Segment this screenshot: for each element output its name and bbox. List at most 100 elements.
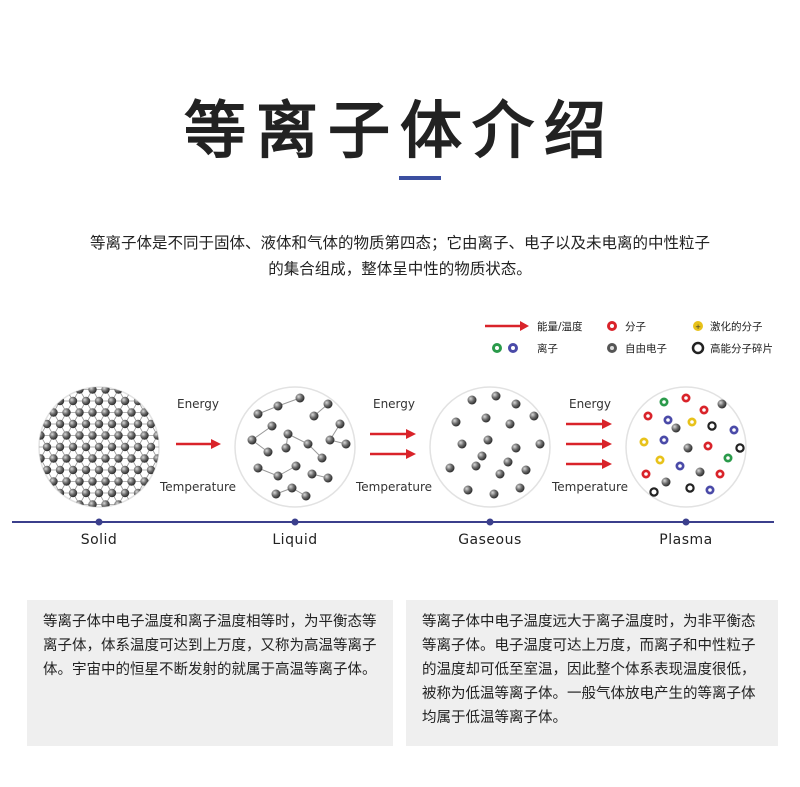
solid-particle — [107, 396, 117, 406]
solid-particle — [49, 408, 58, 417]
arrow-label-temperature-1: Temperature — [159, 480, 236, 494]
solid-particle — [140, 500, 149, 507]
solid-particle — [179, 454, 187, 462]
solid-particle — [49, 431, 58, 440]
legend-label-molecule: 分子 — [625, 321, 646, 333]
plasma-fragment — [707, 421, 717, 431]
solid-particle — [42, 488, 52, 498]
liquid-particles — [247, 393, 351, 501]
solid-particle — [114, 431, 123, 440]
solid-particle — [107, 488, 117, 498]
solid-particle — [140, 431, 149, 440]
liquid-particle — [287, 483, 297, 493]
solid-particle — [114, 477, 123, 486]
gas-particle — [505, 419, 515, 429]
solid-particle — [94, 419, 104, 429]
gas-particle — [481, 413, 491, 423]
legend-label-excited: 激化的分子 — [710, 321, 763, 333]
solid-particle — [81, 419, 91, 429]
solid-particle — [42, 396, 52, 406]
solid-particle — [81, 488, 91, 498]
solid-particle — [17, 466, 25, 474]
plasma-electron — [695, 467, 705, 477]
solid-particle — [146, 442, 156, 452]
arrow-label-energy-3: Energy — [568, 397, 611, 411]
intro-line-1: 等离子体是不同于固体、液体和气体的物质第四态；它由离子、电子以及未电离的中性粒子 — [89, 234, 710, 252]
solid-particle — [140, 477, 149, 486]
solid-particle — [62, 477, 71, 486]
solid-particle — [68, 419, 78, 429]
gas-particle — [511, 399, 521, 409]
liquid-particle — [301, 491, 311, 501]
solid-particle — [30, 443, 38, 451]
solid-particle — [127, 408, 136, 417]
gas-particle — [463, 485, 473, 495]
energy-arrow — [566, 439, 612, 449]
solid-particle — [114, 454, 123, 463]
solid-particle — [17, 443, 25, 451]
plasma-electron — [661, 477, 671, 487]
gas-particle — [503, 457, 513, 467]
box-high-temp-plasma: 等离子体中电子温度和离子温度相等时，为平衡态等离子体，体系温度可达到上万度，又称… — [27, 600, 393, 746]
liquid-particle — [263, 447, 273, 457]
solid-particle — [101, 454, 110, 463]
plasma-electron — [683, 443, 693, 453]
arrow-label-temperature-2: Temperature — [355, 480, 432, 494]
liquid-particle — [281, 443, 291, 453]
solid-particle — [179, 500, 187, 508]
solid-particle — [62, 387, 71, 394]
arrow-label-temperature-3: Temperature — [551, 480, 628, 494]
solid-particle — [101, 431, 110, 440]
svg-text:+: + — [695, 323, 701, 331]
solid-particle — [153, 387, 159, 394]
solid-particle — [55, 442, 65, 452]
liquid-particle — [273, 401, 283, 411]
solid-particle — [107, 419, 117, 429]
solid-particle — [42, 419, 52, 429]
gas-particle — [483, 435, 493, 445]
box-low-temp-plasma: 等离子体中电子温度远大于离子温度时，为非平衡态等离子体。电子温度可达上万度，而离… — [406, 600, 778, 746]
liquid-particle — [283, 429, 293, 439]
solid-particle — [120, 419, 130, 429]
solid-particle — [127, 477, 136, 486]
solid-particle — [94, 396, 104, 406]
solid-particle — [153, 431, 159, 440]
liquid-particle — [295, 393, 305, 403]
solid-particle — [68, 442, 78, 452]
title-underline — [399, 176, 441, 180]
solid-particle — [62, 500, 71, 507]
solid-particle — [94, 442, 104, 452]
plasma-fragment — [735, 443, 745, 453]
solid-particle — [146, 419, 156, 429]
solid-particle — [39, 408, 45, 417]
intro-line-2: 的集合组成，整体呈中性的物质状态。 — [268, 260, 532, 278]
energy-arrow — [176, 439, 221, 449]
solid-particle — [55, 465, 65, 475]
legend-free-electron-icon — [607, 343, 617, 353]
legend-ion-icon — [492, 343, 518, 353]
solid-particle — [23, 385, 31, 393]
solid-particle — [179, 431, 187, 439]
solid-particle — [166, 431, 174, 439]
solid-particle — [107, 442, 117, 452]
liquid-particle — [307, 469, 317, 479]
energy-arrow — [370, 429, 416, 439]
legend-molecule-icon — [607, 321, 617, 331]
solid-particle — [62, 454, 71, 463]
gas-particle — [535, 439, 545, 449]
solid-particle — [17, 420, 25, 428]
solid-particle — [30, 489, 38, 497]
solid-particle — [68, 465, 78, 475]
solid-particle — [23, 477, 31, 485]
gas-particle — [457, 439, 467, 449]
liquid-particle — [267, 421, 277, 431]
solid-particle — [68, 396, 78, 406]
solid-particle — [101, 477, 110, 486]
solid-particle — [39, 500, 45, 507]
timeline-tick-gaseous — [486, 518, 494, 526]
gas-particle — [491, 391, 501, 401]
solid-particle — [88, 431, 97, 440]
solid-particle — [133, 442, 143, 452]
legend-label-ion: 离子 — [537, 343, 558, 355]
legend-label-fragment: 高能分子碎片 — [710, 343, 773, 355]
